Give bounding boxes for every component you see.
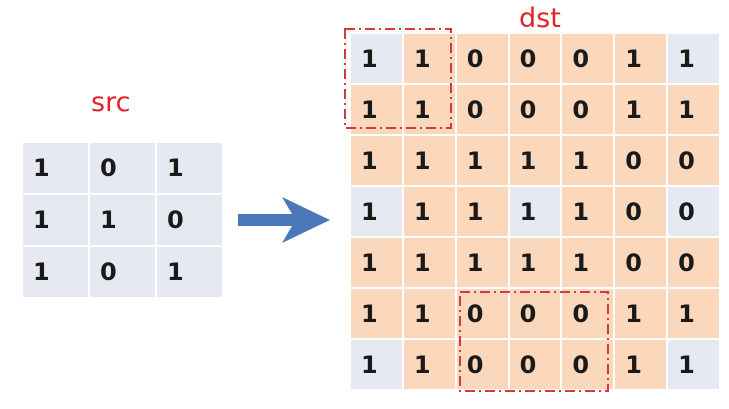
src-cell: 1 [156, 246, 223, 298]
dst-cell: 0 [561, 33, 615, 84]
highlight-box-bottom-center [459, 291, 609, 392]
dst-cell: 0 [667, 186, 720, 237]
dst-cell: 1 [402, 84, 456, 135]
dst-cell: 0 [455, 84, 509, 135]
dst-cell: 0 [614, 135, 668, 186]
dst-cell: 1 [667, 84, 720, 135]
dst-cell: 0 [667, 237, 720, 288]
dst-cell: 0 [561, 288, 615, 339]
dst-cell: 1 [455, 237, 509, 288]
dst-cell: 1 [402, 288, 456, 339]
dst-cell: 1 [350, 237, 403, 288]
dst-cell: 0 [561, 339, 615, 390]
dst-cell: 1 [667, 288, 720, 339]
dst-cell: 0 [614, 237, 668, 288]
dst-cell: 1 [455, 186, 509, 237]
dst-cell: 0 [614, 186, 668, 237]
dst-cell: 1 [508, 237, 562, 288]
dst-cell: 1 [350, 339, 403, 390]
src-cell: 0 [156, 194, 223, 246]
dst-cell: 1 [350, 135, 403, 186]
dst-cell: 0 [667, 135, 720, 186]
right-arrow-icon [238, 197, 330, 243]
dst-cell: 0 [455, 288, 509, 339]
dst-cell: 0 [561, 84, 615, 135]
dst-cell: 1 [455, 135, 509, 186]
dst-cell: 1 [402, 135, 456, 186]
dst-cell: 1 [350, 288, 403, 339]
dst-cell: 0 [508, 288, 562, 339]
dst-cell: 1 [508, 186, 562, 237]
dst-cell: 1 [667, 339, 720, 390]
dst-cell: 1 [561, 186, 615, 237]
dst-cell: 1 [561, 237, 615, 288]
dst-cell: 0 [508, 339, 562, 390]
dst-cell: 1 [614, 288, 668, 339]
src-cell: 1 [22, 246, 89, 298]
dst-label: dst [519, 3, 561, 34]
highlight-box-top-left [344, 28, 452, 129]
src-cell: 1 [22, 142, 89, 194]
dst-cell: 1 [402, 33, 456, 84]
dst-cell: 0 [508, 33, 562, 84]
src-cell: 1 [156, 142, 223, 194]
src-cell: 0 [89, 142, 156, 194]
dst-cell: 1 [561, 135, 615, 186]
dst-cell: 1 [402, 186, 456, 237]
src-cell: 1 [22, 194, 89, 246]
dst-cell: 1 [667, 33, 720, 84]
dst-cell: 1 [402, 237, 456, 288]
dst-cell: 1 [402, 339, 456, 390]
dst-cell: 1 [614, 339, 668, 390]
dst-cell: 1 [614, 84, 668, 135]
src-cell: 0 [89, 246, 156, 298]
dst-cell: 1 [350, 33, 403, 84]
dst-cell: 0 [455, 33, 509, 84]
src-label: src [91, 87, 131, 118]
dst-cell: 1 [614, 33, 668, 84]
dst-cell: 1 [508, 135, 562, 186]
dst-cell: 1 [350, 84, 403, 135]
dst-cell: 0 [455, 339, 509, 390]
dst-cell: 0 [508, 84, 562, 135]
dst-cell: 1 [350, 186, 403, 237]
src-cell: 1 [89, 194, 156, 246]
